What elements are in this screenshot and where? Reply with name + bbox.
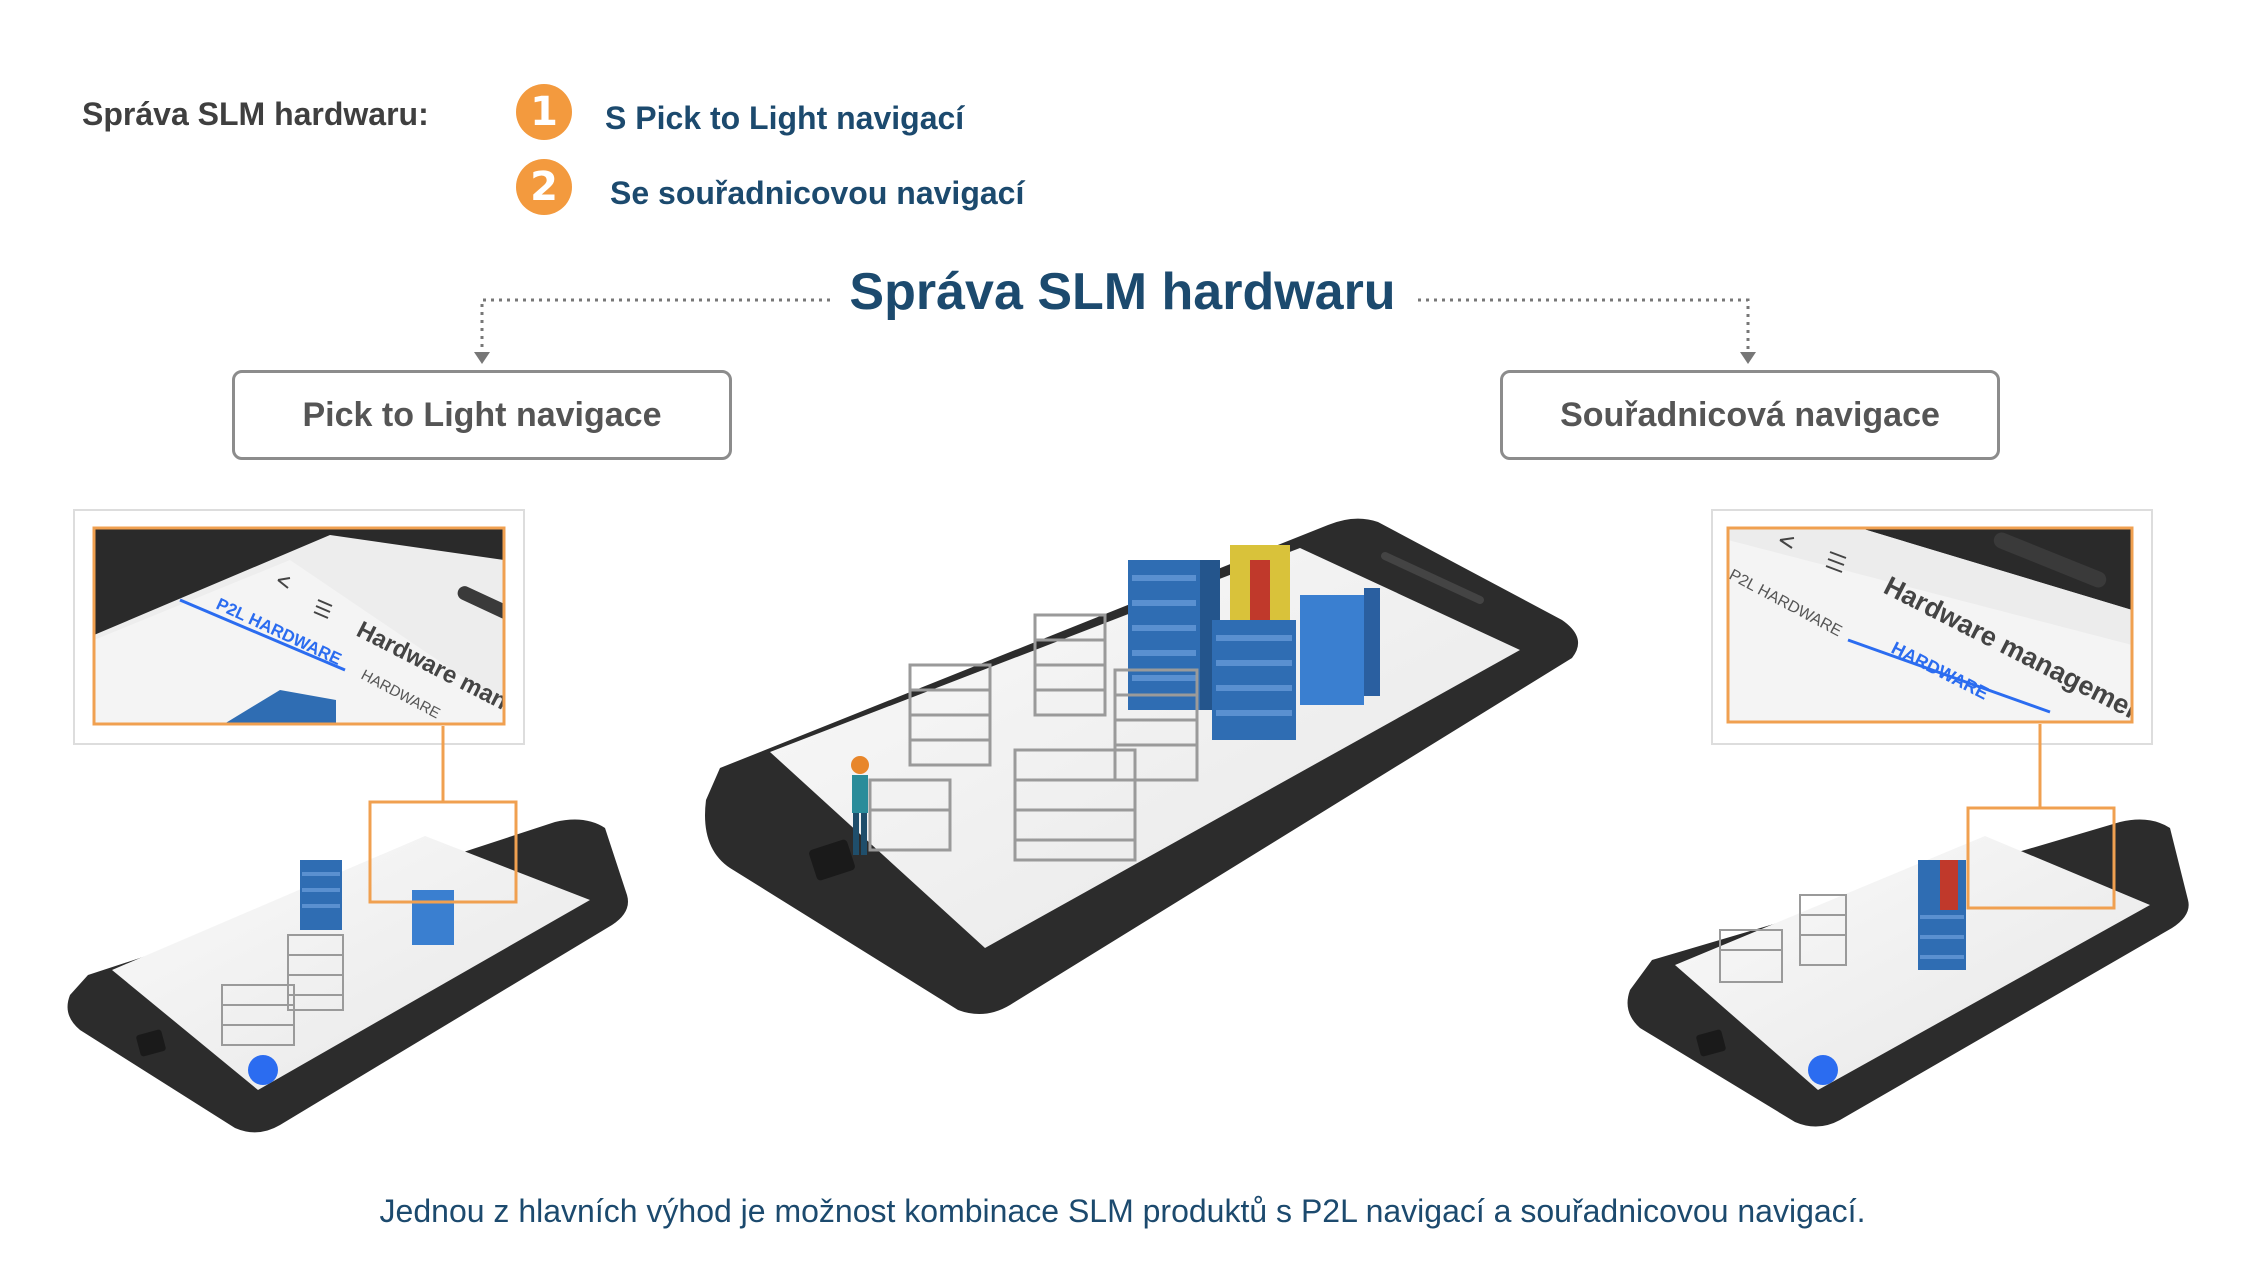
step-1-text: S Pick to Light navigací [605,100,965,136]
right-zoom-source-frame [1966,806,2116,910]
left-blue-rack [300,860,342,930]
right-blue-rack [1918,860,1966,970]
home-button-icon [809,839,855,881]
left-blue-cabinet [412,890,454,945]
right-phone [1627,819,2189,1127]
left-zoom-callout: P2L HARDWARE HARDWARE Hardware managemen… [73,509,525,745]
workstation [868,778,952,852]
left-fab-button [248,1055,278,1085]
gray-shelf-2 [1113,668,1199,782]
left-phone [67,819,629,1133]
gray-shelf-1 [1033,613,1107,717]
right-fab-button [1808,1055,1838,1085]
worker-figure [851,756,869,855]
gray-shelf-3 [908,663,992,767]
right-zoom-callout: P2L HARDWARE HARDWARE Hardware managemen… [1711,509,2153,745]
blue-rack-1 [1128,560,1220,710]
right-zoom-back-icon [1779,537,1795,549]
left-zoom-back-icon [277,577,291,589]
blue-cabinet [1300,588,1380,705]
speaker-icon [1381,552,1484,604]
step-2-badge: 2 [516,159,572,215]
left-cart [221,984,295,1046]
left-arrow-head [474,352,490,364]
right-zoom-menu-icon [1825,551,1847,573]
intro-label: Správa SLM hardwaru: [82,96,429,132]
page-title: Správa SLM hardwaru [849,263,1396,321]
right-cart [1719,929,1783,983]
right-gray-shelf [1799,894,1847,966]
step-1-badge: 1 [516,84,572,140]
gray-shelf-4 [1013,748,1137,862]
right-home-button-icon [1696,1029,1726,1057]
footer-caption: Jednou z hlavních výhod je možnost kombi… [379,1193,1866,1229]
left-home-button-icon [136,1029,166,1057]
p2l-navigation-box: Pick to Light navigace [232,370,732,460]
left-gray-shelf [287,934,344,1011]
coordinate-navigation-box: Souřadnicová navigace [1500,370,2000,460]
right-connector [1418,298,1750,352]
blue-rack-2 [1212,620,1296,740]
left-zoom-menu-icon [313,599,333,619]
right-arrow-head [1740,352,1756,364]
step-2-text: Se souřadnicovou navigací [610,175,1025,211]
center-warehouse-scene [851,545,1380,862]
left-zoom-source-frame [368,800,518,904]
